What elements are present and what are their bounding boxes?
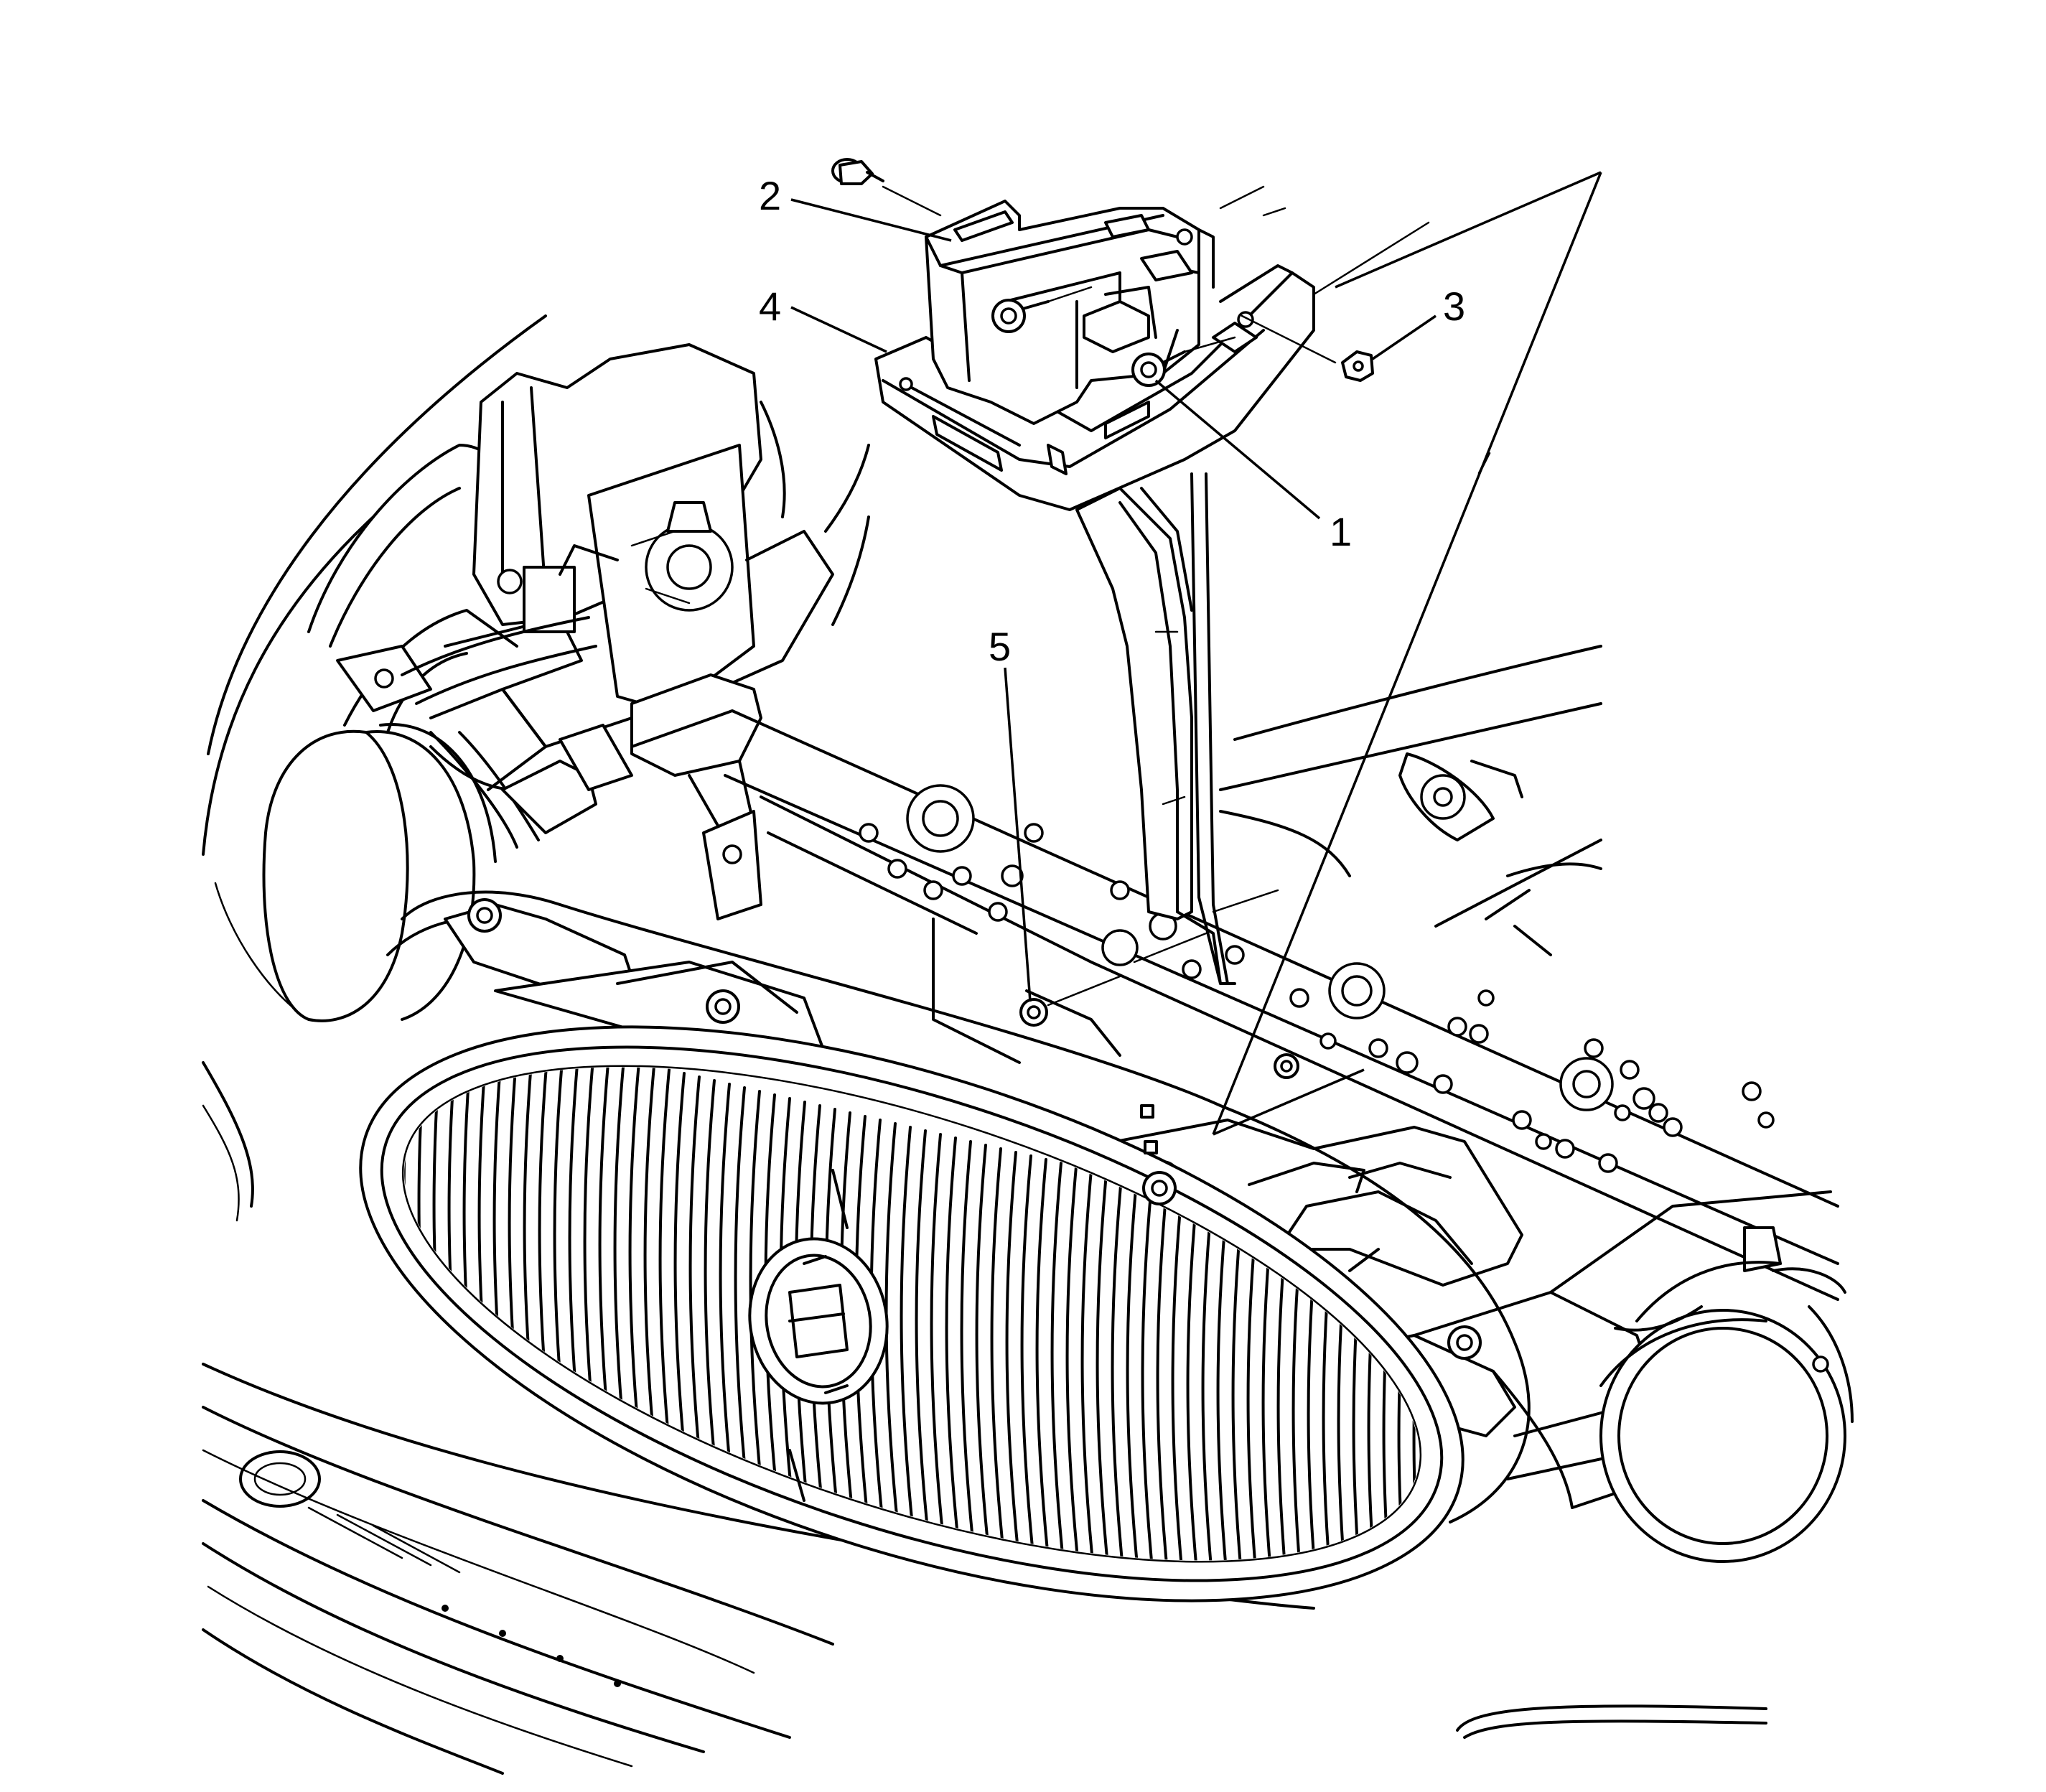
fascia-bolt-left [467, 898, 502, 933]
grille-bar [945, 1137, 964, 1585]
grille-bar [930, 1133, 949, 1581]
fascia-bolts [467, 898, 1482, 1360]
grille-bar [1126, 1180, 1145, 1628]
lower-bumper-fascia [202, 1450, 791, 1775]
front-grille [329, 991, 1476, 1662]
grille-bar [329, 991, 345, 1436]
hood-edge-strip [1456, 1704, 1767, 1739]
leader-5 [1004, 667, 1032, 1002]
grille-bar [990, 1147, 1009, 1595]
grille-bar [1096, 1172, 1115, 1620]
callout-leaders [790, 198, 1437, 1002]
nut-item-5 [1019, 998, 1048, 1027]
leader-3 [1372, 314, 1437, 360]
grille-emblem [748, 1237, 889, 1405]
bolt-latch-center [991, 299, 1050, 333]
detail-view-triangle [1212, 171, 1602, 1136]
left-headlamp [262, 444, 523, 1022]
nut-item-1 [1131, 350, 1186, 387]
crossmember-nut-center [1274, 1053, 1299, 1079]
grille-bar [900, 1126, 919, 1574]
bolt-item-3 [1341, 350, 1374, 382]
callout-labels: 2 4 3 1 5 [759, 173, 1465, 669]
grille-bar [1050, 1162, 1070, 1610]
callout-3: 3 [1443, 284, 1465, 329]
left-radiator-support-bracket [336, 343, 870, 791]
bolt-item-2 [831, 158, 884, 185]
leader-4 [790, 306, 887, 353]
assembly-lines [882, 185, 1430, 1007]
callout-2: 2 [759, 173, 781, 218]
grille-bar [1065, 1165, 1085, 1613]
fascia-bolt-center-right [1142, 1171, 1177, 1205]
fascia-bolt-center-left [706, 989, 740, 1024]
radiator-support-crossmember [630, 709, 1839, 1301]
grille-bar [960, 1140, 979, 1588]
engine-compartment-panels [1219, 645, 1602, 956]
leader-1 [1154, 379, 1321, 520]
grille-bar [1035, 1158, 1055, 1606]
grille-bar [347, 993, 361, 1441]
hood-latch-support-bracket [874, 264, 1315, 985]
left-wiring-harness [401, 616, 633, 849]
fascia-bolt-right [1447, 1325, 1482, 1360]
leader-2 [790, 198, 952, 242]
small-clip [1144, 1140, 1158, 1154]
callout-4: 4 [759, 284, 781, 329]
small-clip [1140, 1104, 1154, 1119]
grille-bar [1005, 1151, 1024, 1599]
hood-latch-bracket [925, 200, 1215, 425]
callout-1: 1 [1330, 509, 1352, 554]
grille-bar [1080, 1169, 1100, 1617]
right-headlamp [1599, 1226, 1854, 1563]
grille-bar [975, 1144, 994, 1592]
callout-5: 5 [989, 624, 1011, 669]
left-tie-bar-bracket [630, 673, 762, 920]
grille-bar [1111, 1176, 1130, 1624]
grille-bar [915, 1129, 934, 1577]
grille-bar [1020, 1154, 1040, 1602]
